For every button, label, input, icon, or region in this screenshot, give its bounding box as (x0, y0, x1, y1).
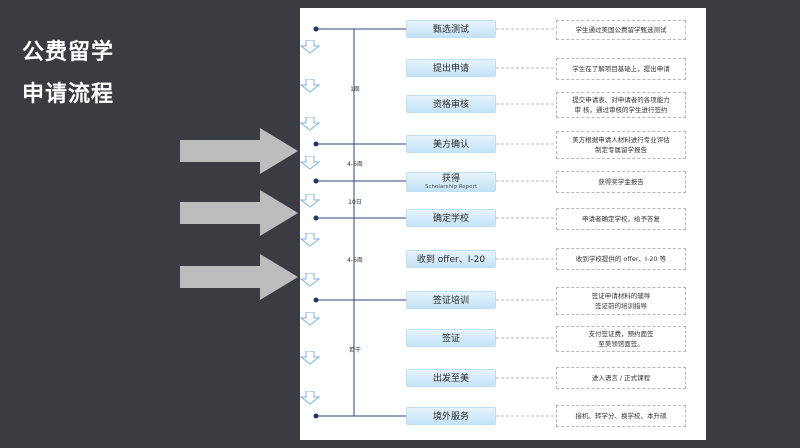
step-get-scholarship-report: 获得 Scholarship Report (406, 172, 496, 192)
description-line: 审 核，通过审核的学生进行签约 (574, 106, 668, 114)
down-arrow-icon (300, 79, 320, 93)
step-description: 签证申请材料的辅导 签证前的培训指导 (556, 287, 686, 315)
description-line: 申请者确定学校，给予答复 (582, 215, 660, 223)
step-sublabel: Scholarship Report (425, 184, 477, 190)
right-arrow-icon (180, 254, 298, 300)
step-screening-test: 甄选测试 (406, 20, 496, 38)
down-arrow-icon (300, 194, 320, 208)
duration-label: 若干 (348, 347, 361, 354)
duration-label: 4-6周 (347, 257, 363, 264)
step-description: 申请者确定学校，给予答复 (556, 208, 686, 230)
page-title-line2: 申请流程 (22, 82, 115, 107)
description-line: 学生通过美国公费留学甄选测试 (575, 26, 667, 34)
description-line: 签证前的培训指导 (595, 302, 647, 310)
down-arrow-icon (300, 351, 320, 365)
step-us-confirmation: 美方确认 (406, 135, 496, 153)
description-line: 签证申请材料的辅导 (591, 292, 651, 300)
step-description: 学生在了解项目基础上，提出申请 (556, 58, 686, 80)
step-qualification-review: 资格审核 (406, 95, 496, 113)
step-submit-application: 提出申请 (406, 59, 496, 77)
step-visa: 签证 (406, 329, 496, 347)
down-arrow-icon (300, 273, 320, 287)
description-line: 提交申请表、对申请者的各项能力 (572, 96, 670, 104)
step-overseas-service: 境外服务 (406, 407, 496, 425)
duration-label: 10日 (348, 199, 362, 206)
duration-label: 4-6周 (347, 161, 363, 168)
right-arrow-icon (180, 128, 298, 174)
step-description: 收到学校提供的 offer、I-20 等 (556, 248, 686, 270)
step-description: 支付签证费，预约面签 至美领馆面签。 (556, 326, 686, 352)
description-line: 获得奖学金报告 (598, 178, 644, 186)
description-line: 收到学校提供的 offer、I-20 等 (575, 255, 667, 263)
description-line: 进入语言 / 正式课程 (591, 374, 651, 382)
right-arrow-icon (180, 190, 298, 236)
description-line: 学生在了解项目基础上，提出申请 (572, 65, 670, 73)
down-arrow-icon (300, 156, 320, 170)
page-title-line1: 公费留学 (22, 40, 115, 65)
down-arrow-icon (300, 391, 320, 405)
description-line: 美方根据申请人材料进行专业评估 (572, 136, 670, 144)
step-description: 接机、转学分、换学校、本升硕 (556, 405, 686, 427)
description-line: 支付签证费，预约面签 (588, 330, 654, 338)
down-arrow-icon (300, 40, 320, 54)
step-visa-training: 签证培训 (406, 291, 496, 309)
step-description: 美方根据申请人材料进行专业评估 制定专属留学报告 (556, 131, 686, 159)
description-line: 接机、转学分、换学校、本升硕 (575, 412, 667, 420)
step-confirm-school: 确定学校 (406, 209, 496, 227)
step-description: 获得奖学金报告 (556, 171, 686, 193)
description-line: 至美领馆面签。 (598, 340, 644, 348)
step-description: 学生通过美国公费留学甄选测试 (556, 20, 686, 40)
down-arrow-icon (300, 233, 320, 247)
duration-label: 1周 (350, 86, 360, 93)
step-receive-offer: 收到 offer、I-20 (406, 250, 496, 268)
description-line: 制定专属留学报告 (595, 146, 647, 154)
down-arrow-icon (300, 312, 320, 326)
step-label: 获得 (441, 174, 460, 184)
step-depart-to-us: 出发至美 (406, 369, 496, 387)
down-arrow-icon (300, 117, 320, 131)
step-description: 进入语言 / 正式课程 (556, 367, 686, 389)
step-description: 提交申请表、对申请者的各项能力 审 核，通过审核的学生进行签约 (556, 92, 686, 118)
flowchart-panel: 1周 4-6周 10日 4-6周 若干 甄选测试 提出申请 资格审核 美方确认 … (300, 8, 706, 440)
flow-lines (313, 26, 556, 419)
